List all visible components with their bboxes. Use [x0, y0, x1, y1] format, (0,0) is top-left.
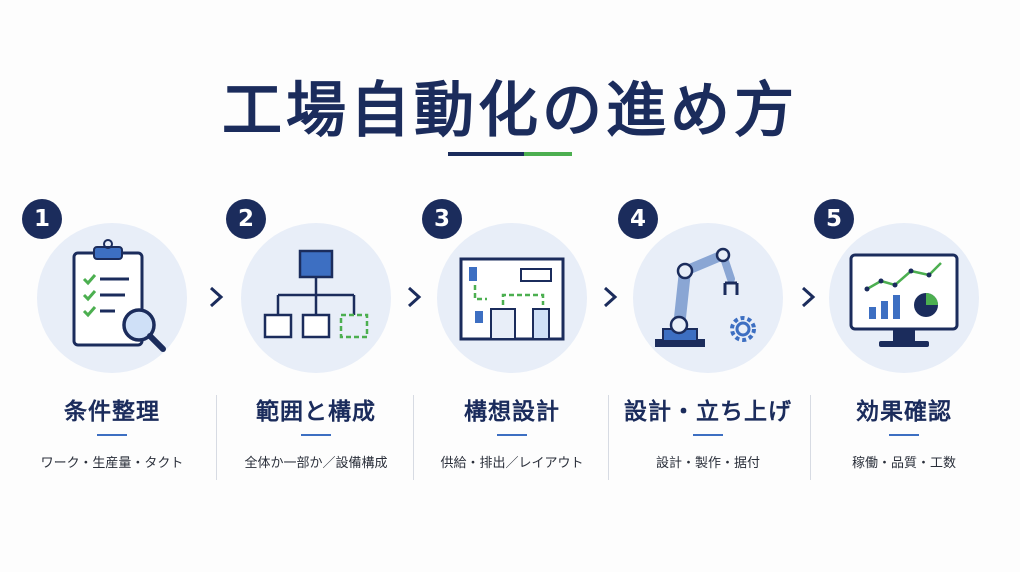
step-description: 稼働・品質・工数	[851, 456, 956, 471]
monitor-chart-icon	[849, 253, 959, 347]
clipboard-magnifier-icon	[72, 239, 166, 352]
step-1: 1 条件整理 ワーク・生産量・タクト	[0, 195, 200, 485]
step-underline	[889, 434, 919, 436]
step-description: 全体か一部か／設備構成	[244, 456, 388, 471]
step-title: 範囲と構成	[256, 399, 376, 425]
step-number-badge: 4	[618, 199, 658, 239]
chevron-right-icon	[801, 286, 816, 308]
step-underline	[97, 434, 127, 436]
layout-floorplan-icon	[459, 257, 565, 341]
step-number-badge: 1	[22, 199, 62, 239]
step-3: 3 構想設計 供給・排出／レイアウト	[400, 195, 600, 485]
step-icon-circle	[37, 223, 187, 373]
chevron-right-icon	[209, 286, 224, 308]
step-icon-circle	[829, 223, 979, 373]
step-icon-circle	[633, 223, 783, 373]
title-underline	[448, 152, 572, 156]
step-number-badge: 3	[422, 199, 462, 239]
step-title: 効果確認	[856, 399, 952, 425]
step-4: 4 設計・立ち上げ 設計・製作・据付	[596, 195, 796, 485]
step-number-badge: 5	[814, 199, 854, 239]
step-2: 2 範囲と構成 全体か一部か／設備構成	[204, 195, 404, 485]
step-title: 構想設計	[464, 399, 560, 425]
step-underline	[693, 434, 723, 436]
step-divider	[810, 395, 811, 480]
chevron-right-icon	[407, 286, 422, 308]
step-underline	[497, 434, 527, 436]
step-title: 設計・立ち上げ	[624, 399, 792, 425]
step-title: 条件整理	[64, 399, 160, 425]
step-number-badge: 2	[226, 199, 266, 239]
step-divider	[608, 395, 609, 480]
step-icon-circle	[437, 223, 587, 373]
chevron-right-icon	[603, 286, 618, 308]
step-underline	[301, 434, 331, 436]
page-title: 工場自動化の進め方	[222, 76, 798, 146]
step-divider	[216, 395, 217, 480]
step-description: ワーク・生産量・タクト	[40, 456, 184, 471]
hierarchy-diagram-icon	[263, 249, 369, 339]
step-5: 5 効果確認 稼働・品質・工数	[792, 195, 992, 485]
robot-arm-gear-icon	[655, 247, 756, 347]
step-description: 設計・製作・据付	[655, 456, 760, 471]
step-divider	[413, 395, 414, 480]
step-description: 供給・排出／レイアウト	[440, 456, 584, 471]
step-icon-circle	[241, 223, 391, 373]
